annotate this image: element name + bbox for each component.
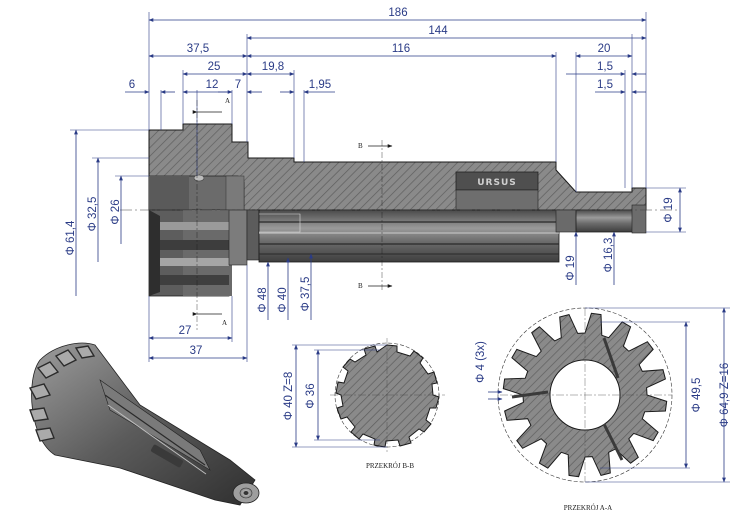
dim-7: 7 (235, 79, 241, 91)
dim-phi-40: Φ 40 (277, 287, 289, 312)
dim-phi-4-3x: Φ 4 (3x) (475, 341, 487, 383)
shaft-side-view: URSUS (120, 123, 680, 297)
dim-phi-37-5: Φ 37,5 (300, 277, 312, 312)
dim-37: 37 (190, 345, 203, 357)
splined-shaft-lower (258, 204, 647, 263)
section-b-b: Φ 40 Z=8 Φ 36 PRZEKRÓJ B-B (283, 338, 445, 470)
dim-20: 20 (598, 43, 611, 55)
dim-186: 186 (388, 7, 407, 19)
dim-6: 6 (129, 79, 135, 91)
dim-phi-64-9-z16: Φ 64,9 Z=16 (719, 363, 731, 427)
cut-b-bottom: B (358, 282, 363, 290)
left-dimensions: Φ 61,4 Φ 32,5 Φ 26 (65, 129, 149, 296)
dim-12: 12 (206, 79, 219, 91)
gear-teeth-lower (148, 209, 260, 297)
dim-phi-40-z8: Φ 40 Z=8 (283, 372, 295, 421)
dim-19-8: 19,8 (262, 61, 284, 73)
dim-1-95: 1,95 (309, 79, 331, 91)
dim-1-5-a: 1,5 (597, 61, 613, 73)
dim-phi-49-5: Φ 49,5 (691, 378, 703, 413)
section-a-a: Φ 64,9 Z=16 Φ 49,5 Φ 4 (3x) PRZEKRÓJ A-A (475, 307, 731, 512)
dim-1-5-b: 1,5 (597, 79, 613, 91)
top-dimensions: 186 144 37,5 116 20 25 19,8 1,5 6 12 7 (125, 7, 647, 192)
dim-phi-19-b: Φ 19 (663, 197, 675, 222)
dim-144: 144 (428, 25, 448, 37)
dim-phi-32-5: Φ 32,5 (87, 197, 99, 232)
dim-37-5: 37,5 (187, 43, 209, 55)
dim-27: 27 (179, 325, 192, 337)
dim-phi-26: Φ 26 (110, 199, 122, 224)
dim-phi-16-3: Φ 16,3 (603, 238, 615, 273)
cut-markers: A A B B (192, 97, 393, 330)
section-b-b-profile (335, 344, 440, 448)
cut-b-top: B (358, 142, 363, 150)
cut-a-top: A (225, 97, 230, 105)
dim-116: 116 (392, 43, 410, 55)
section-a-a-label: PRZEKRÓJ A-A (564, 504, 612, 512)
dim-phi-61-4: Φ 61,4 (65, 220, 77, 255)
dim-phi-48: Φ 48 (257, 287, 269, 312)
brand-logo: URSUS (477, 178, 517, 188)
section-b-b-label: PRZEKRÓJ B-B (366, 462, 414, 470)
dim-phi-36: Φ 36 (305, 383, 317, 408)
cut-a-bottom: A (222, 319, 227, 327)
gear-3d-view (28, 342, 260, 506)
dim-phi-19-a: Φ 19 (565, 255, 577, 280)
lower-dimensions: Φ 48 Φ 40 Φ 37,5 Φ 19 Φ 16,3 Φ 19 27 37 (148, 187, 686, 362)
dim-25: 25 (208, 61, 221, 73)
